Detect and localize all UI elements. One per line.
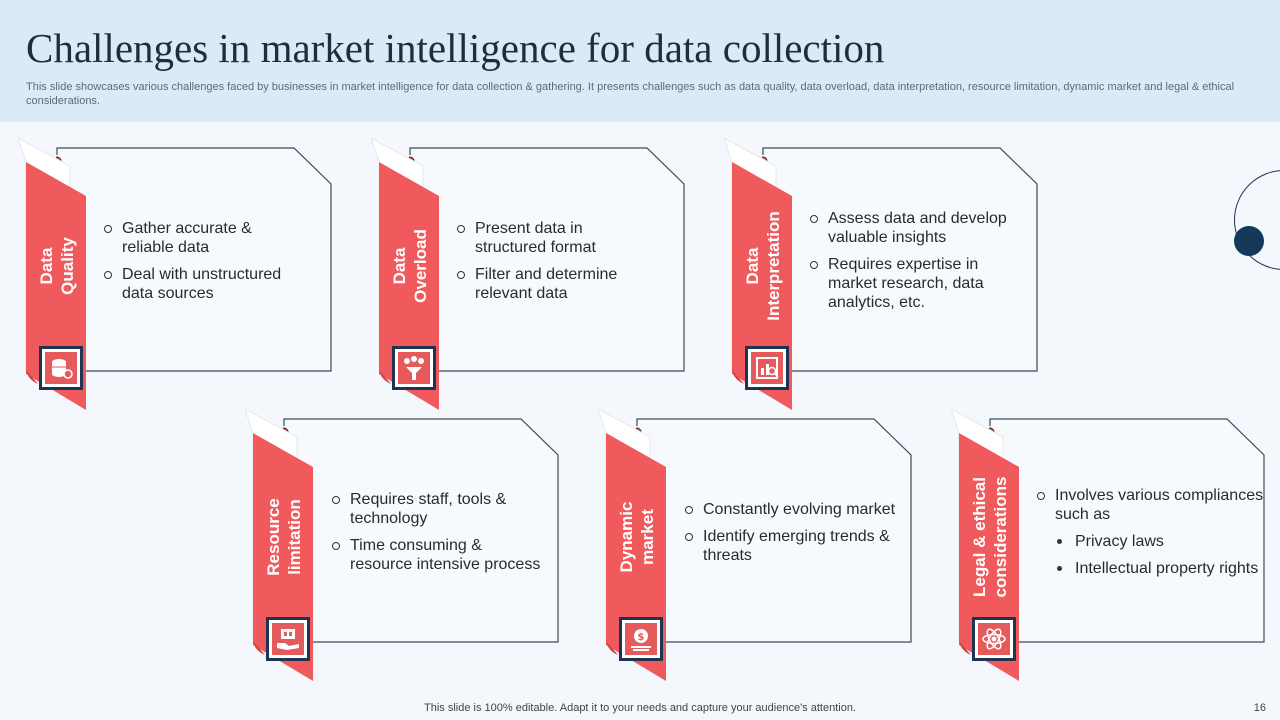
page-subtitle: This slide showcases various challenges … bbox=[26, 81, 1235, 107]
list-item: Time consuming & resource intensive proc… bbox=[332, 536, 547, 574]
funnel-ideas-icon bbox=[392, 346, 436, 390]
list-item: Requires staff, tools & technology bbox=[332, 490, 547, 528]
card-dynamic-market bbox=[636, 418, 912, 643]
card-points: Constantly evolving market Identify emer… bbox=[685, 500, 900, 573]
card-points: Involves various compliances such as Pri… bbox=[1037, 486, 1272, 586]
list-item: Filter and determine relevant data bbox=[457, 265, 657, 303]
dollar-market-icon: $ bbox=[619, 617, 663, 661]
page-number: 16 bbox=[1253, 702, 1266, 714]
list-item: Deal with unstructured data sources bbox=[104, 265, 304, 303]
decorative-dot bbox=[1234, 226, 1264, 256]
page-title: Challenges in market intelligence for da… bbox=[26, 25, 885, 71]
card-points: Gather accurate & reliable data Deal wit… bbox=[104, 219, 304, 311]
header-band: Challenges in market intelligence for da… bbox=[0, 0, 1280, 122]
decorative-ring bbox=[1234, 170, 1280, 270]
svg-text:$: $ bbox=[638, 632, 645, 643]
database-gear-icon bbox=[39, 346, 83, 390]
list-subitem: Intellectual property rights bbox=[1037, 559, 1272, 578]
list-item: Gather accurate & reliable data bbox=[104, 219, 304, 257]
list-item: Involves various compliances such as bbox=[1037, 486, 1272, 524]
list-subitem: Privacy laws bbox=[1037, 532, 1272, 551]
list-item: Present data in structured format bbox=[457, 219, 657, 257]
card-points: Requires staff, tools & technology Time … bbox=[332, 490, 547, 582]
atom-compliance-icon bbox=[972, 617, 1016, 661]
list-item: Assess data and develop valuable insight… bbox=[810, 209, 1020, 247]
hand-resources-icon bbox=[266, 617, 310, 661]
list-item: Requires expertise in market research, d… bbox=[810, 255, 1020, 312]
list-item: Constantly evolving market bbox=[685, 500, 900, 519]
card-points: Present data in structured format Filter… bbox=[457, 219, 657, 311]
card-points: Assess data and develop valuable insight… bbox=[810, 209, 1020, 320]
chart-magnifier-icon bbox=[745, 346, 789, 390]
footer-note: This slide is 100% editable. Adapt it to… bbox=[424, 702, 856, 714]
card-outline bbox=[636, 418, 912, 643]
list-item: Identify emerging trends & threats bbox=[685, 527, 900, 565]
